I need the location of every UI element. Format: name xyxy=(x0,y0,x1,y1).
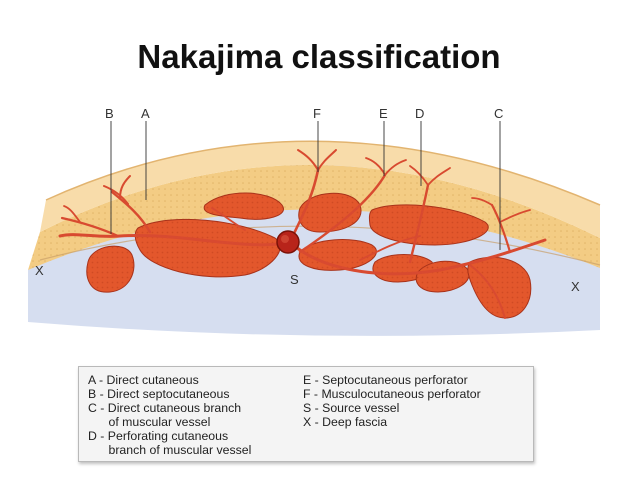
label-D: D xyxy=(415,106,424,121)
skin-layer xyxy=(40,141,600,238)
vessel-D xyxy=(408,183,430,264)
vessel-A xyxy=(110,190,152,234)
source-trunk-right xyxy=(288,238,547,276)
legend: A - Direct cutaneous B - Direct septocut… xyxy=(78,366,534,462)
skin-surface-line xyxy=(45,140,601,206)
vessel-B xyxy=(60,216,120,238)
label-F: F xyxy=(313,106,321,121)
legend-item-f: F - Musculocutaneous perforator xyxy=(303,387,481,401)
legend-right-column: E - Septocutaneous perforator F - Muscul… xyxy=(303,373,481,429)
source-trunk-left xyxy=(58,233,292,247)
slide-title: Nakajima classification xyxy=(137,38,501,75)
label-S: S xyxy=(290,272,299,287)
legend-item-c: C - Direct cutaneous branch xyxy=(88,401,242,415)
label-X-right: X xyxy=(571,279,580,294)
label-A: A xyxy=(141,106,150,121)
source-vessel xyxy=(276,230,300,254)
legend-item-x: X - Deep fascia xyxy=(303,415,388,429)
label-B: B xyxy=(105,106,114,121)
legend-item-d-cont: branch of muscular vessel xyxy=(88,443,252,457)
label-C: C xyxy=(494,106,503,121)
vessel-network xyxy=(58,149,547,319)
leader-lines xyxy=(110,121,501,250)
label-X-left: X xyxy=(35,263,44,278)
fat-texture xyxy=(28,164,600,270)
legend-item-s: S - Source vessel xyxy=(303,401,400,415)
legend-item-a: A - Direct cutaneous xyxy=(88,373,199,387)
vessel-C xyxy=(490,203,512,254)
label-E: E xyxy=(379,106,388,121)
legend-left-column: A - Direct cutaneous B - Direct septocut… xyxy=(88,373,251,457)
legend-item-e: E - Septocutaneous perforator xyxy=(303,373,468,387)
legend-item-c-cont: of muscular vessel xyxy=(88,415,211,429)
legend-item-b: B - Direct septocutaneous xyxy=(88,387,230,401)
muscle-texture xyxy=(86,192,531,318)
legend-item-d: D - Perforating cutaneous xyxy=(88,429,229,443)
vessel-E xyxy=(298,173,387,254)
